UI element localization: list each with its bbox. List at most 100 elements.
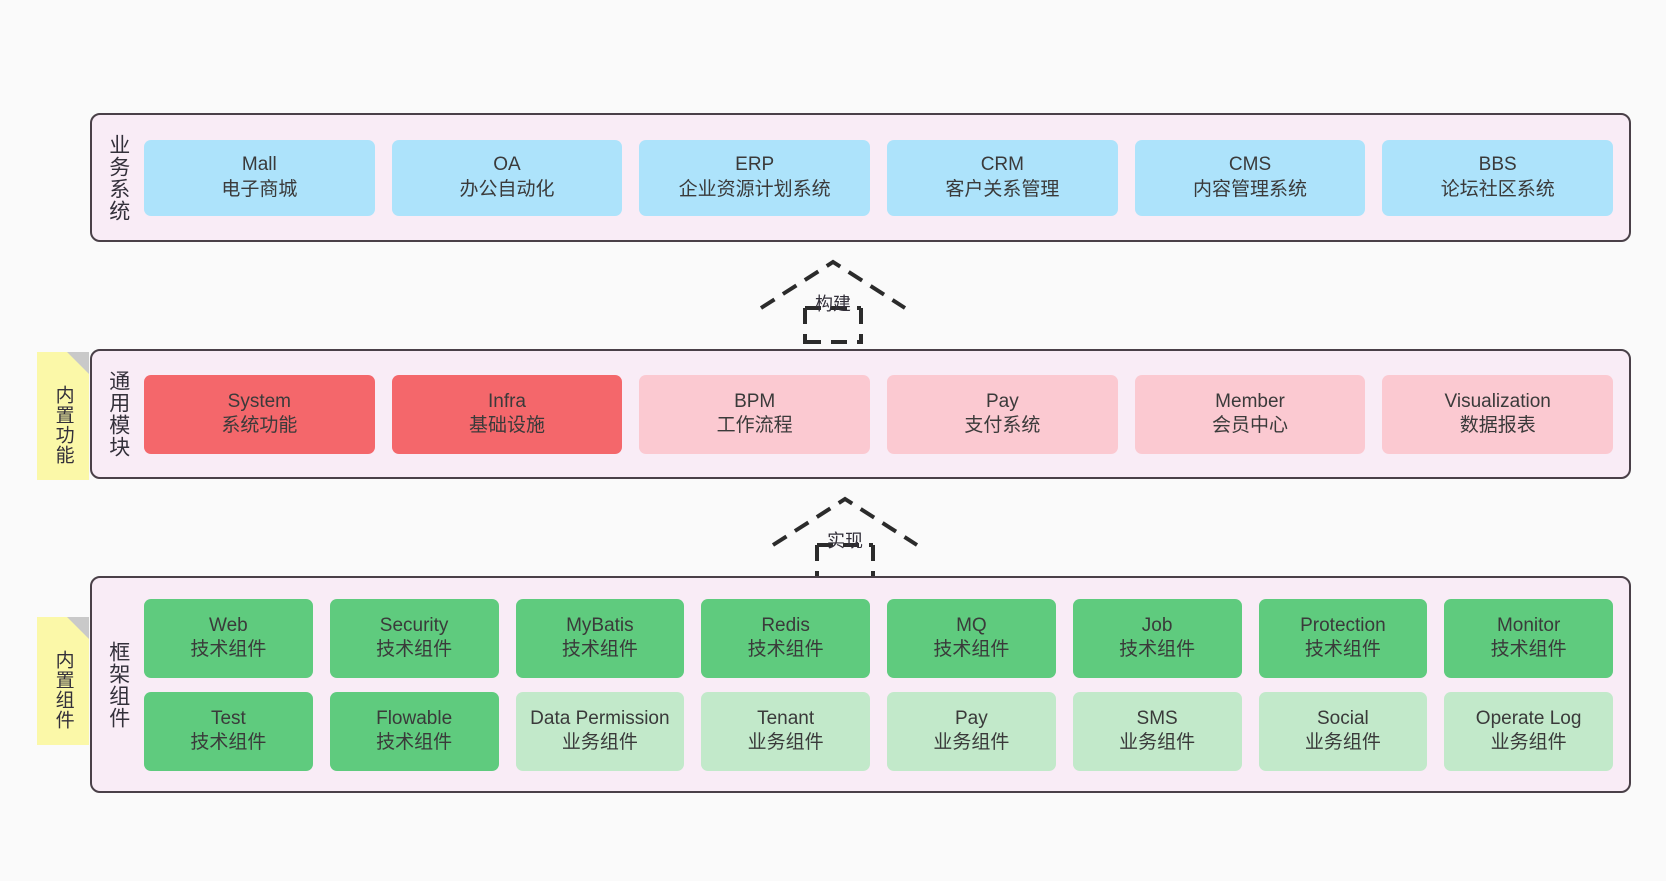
- module-name: Pay: [955, 707, 988, 729]
- module-name: SMS: [1136, 707, 1178, 729]
- module-card-security[interactable]: Security 技术组件: [329, 598, 499, 678]
- module-subtitle: 业务组件: [747, 732, 824, 753]
- module-name: MQ: [956, 614, 987, 636]
- layer-row: Web 技术组件 Security 技术组件 MyBatis 技术组件 Redi…: [144, 598, 1613, 678]
- module-card-redis[interactable]: Redis 技术组件: [701, 598, 870, 678]
- module-card-job[interactable]: Job 技术组件: [1072, 598, 1242, 678]
- module-subtitle: 办公自动化: [459, 178, 555, 200]
- module-card-pay[interactable]: Pay 支付系统: [887, 374, 1118, 454]
- module-subtitle: 系统功能: [221, 415, 298, 436]
- layer-title-business-systems: 业务系统: [106, 133, 130, 222]
- connector-build: 构建: [757, 258, 909, 344]
- module-name: Web: [209, 614, 248, 636]
- module-name: System: [227, 390, 292, 412]
- module-subtitle: 支付系统: [964, 415, 1041, 436]
- module-card-data-permission[interactable]: Data Permission 业务组件: [515, 691, 685, 771]
- module-card-oa[interactable]: OA 办公自动化: [391, 139, 623, 216]
- layer-framework-components: 框架组件 Web 技术组件 Security 技术组件 MyBatis 技术组件…: [90, 576, 1631, 793]
- module-card-mall[interactable]: Mall 电子商城: [144, 139, 375, 216]
- connector-implement: 实现: [769, 495, 921, 581]
- module-subtitle: 业务组件: [1304, 732, 1381, 753]
- module-card-crm[interactable]: CRM 客户关系管理: [887, 139, 1118, 216]
- module-card-infra[interactable]: Infra 基础设施: [391, 374, 623, 454]
- module-card-sms[interactable]: SMS 业务组件: [1072, 691, 1242, 771]
- layer-common-modules: 通用模块 System 系统功能 Infra 基础设施 BPM 工作流程 Pay…: [90, 349, 1631, 479]
- module-card-test[interactable]: Test 技术组件: [144, 691, 313, 771]
- module-subtitle: 电子商城: [221, 178, 298, 200]
- module-name: MyBatis: [566, 614, 634, 636]
- module-name: Social: [1317, 707, 1369, 729]
- module-name: Flowable: [376, 707, 453, 729]
- module-name: Tenant: [757, 707, 815, 729]
- layer-row: System 系统功能 Infra 基础设施 BPM 工作流程 Pay 支付系统…: [144, 374, 1614, 454]
- module-card-social[interactable]: Social 业务组件: [1258, 691, 1428, 771]
- module-card-visualization[interactable]: Visualization 数据报表: [1382, 374, 1614, 454]
- module-subtitle: 技术组件: [747, 639, 824, 660]
- layer-title-framework-components: 框架组件: [106, 640, 130, 729]
- module-card-system[interactable]: System 系统功能: [144, 374, 375, 454]
- module-subtitle: 工作流程: [716, 415, 793, 436]
- module-subtitle: 技术组件: [376, 732, 453, 753]
- module-card-bpm[interactable]: BPM 工作流程: [639, 374, 871, 454]
- module-name: Monitor: [1496, 614, 1561, 636]
- module-card-mybatis[interactable]: MyBatis 技术组件: [515, 598, 685, 678]
- module-subtitle: 技术组件: [190, 732, 267, 753]
- module-subtitle: 技术组件: [1119, 639, 1196, 660]
- module-name: Security: [379, 614, 449, 636]
- connector-label: 构建: [815, 294, 851, 314]
- module-card-bbs[interactable]: BBS 论坛社区系统: [1382, 139, 1614, 216]
- module-subtitle: 技术组件: [1490, 639, 1567, 660]
- module-subtitle: 企业资源计划系统: [678, 178, 831, 200]
- module-name: Protection: [1300, 614, 1386, 636]
- sticky-note-builtin-function[interactable]: 内置功能: [37, 352, 89, 480]
- layer-row: Test 技术组件 Flowable 技术组件 Data Permission …: [144, 691, 1613, 771]
- module-card-monitor[interactable]: Monitor 技术组件: [1444, 598, 1613, 678]
- module-name: Operate Log: [1475, 707, 1582, 729]
- module-name: ERP: [735, 154, 775, 176]
- module-name: Member: [1215, 390, 1285, 412]
- module-card-operate-log[interactable]: Operate Log 业务组件: [1444, 691, 1613, 771]
- module-name: BBS: [1478, 154, 1517, 176]
- module-card-tenant[interactable]: Tenant 业务组件: [701, 691, 870, 771]
- module-subtitle: 论坛社区系统: [1440, 178, 1555, 200]
- folded-corner-icon: [67, 617, 89, 639]
- sticky-note-label: 内置功能: [52, 385, 74, 465]
- module-card-member[interactable]: Member 会员中心: [1134, 374, 1366, 454]
- module-subtitle: 业务组件: [933, 732, 1010, 753]
- layer-title-common-modules: 通用模块: [106, 370, 130, 458]
- module-card-mq[interactable]: MQ 技术组件: [887, 598, 1056, 678]
- module-name: BPM: [734, 390, 776, 412]
- module-subtitle: 基础设施: [469, 415, 546, 436]
- module-subtitle: 内容管理系统: [1193, 178, 1308, 200]
- module-name: Pay: [985, 390, 1019, 412]
- module-card-web[interactable]: Web 技术组件: [144, 598, 313, 678]
- dashed-generalization-arrow-icon: [771, 496, 919, 581]
- module-card-flowable[interactable]: Flowable 技术组件: [329, 691, 499, 771]
- module-name: Mall: [241, 154, 277, 176]
- module-name: OA: [493, 154, 521, 176]
- module-subtitle: 技术组件: [1304, 639, 1381, 660]
- module-card-cms[interactable]: CMS 内容管理系统: [1134, 139, 1366, 216]
- module-card-protection[interactable]: Protection 技术组件: [1258, 598, 1428, 678]
- module-name: Data Permission: [530, 707, 670, 729]
- connector-label: 实现: [827, 531, 863, 551]
- module-subtitle: 技术组件: [933, 639, 1010, 660]
- module-subtitle: 业务组件: [1119, 732, 1196, 753]
- layer-body-framework-components: Web 技术组件 Security 技术组件 MyBatis 技术组件 Redi…: [144, 578, 1629, 791]
- module-card-erp[interactable]: ERP 企业资源计划系统: [639, 139, 871, 216]
- layer-business-systems: 业务系统 Mall 电子商城 OA 办公自动化 ERP 企业资源计划系统 CRM…: [90, 113, 1631, 242]
- module-name: CRM: [980, 154, 1024, 176]
- module-subtitle: 技术组件: [376, 639, 453, 660]
- module-name: Visualization: [1444, 390, 1551, 412]
- module-subtitle: 会员中心: [1212, 415, 1289, 436]
- module-subtitle: 业务组件: [561, 732, 638, 753]
- sticky-note-builtin-component[interactable]: 内置组件: [37, 617, 89, 745]
- dashed-generalization-arrow-icon: [759, 259, 907, 344]
- layer-body-business-systems: Mall 电子商城 OA 办公自动化 ERP 企业资源计划系统 CRM 客户关系…: [144, 115, 1629, 240]
- module-subtitle: 技术组件: [561, 639, 638, 660]
- module-name: Infra: [487, 390, 527, 412]
- layer-row: Mall 电子商城 OA 办公自动化 ERP 企业资源计划系统 CRM 客户关系…: [144, 139, 1614, 216]
- module-card-pay-business[interactable]: Pay 业务组件: [887, 691, 1056, 771]
- layer-body-common-modules: System 系统功能 Infra 基础设施 BPM 工作流程 Pay 支付系统…: [144, 351, 1629, 477]
